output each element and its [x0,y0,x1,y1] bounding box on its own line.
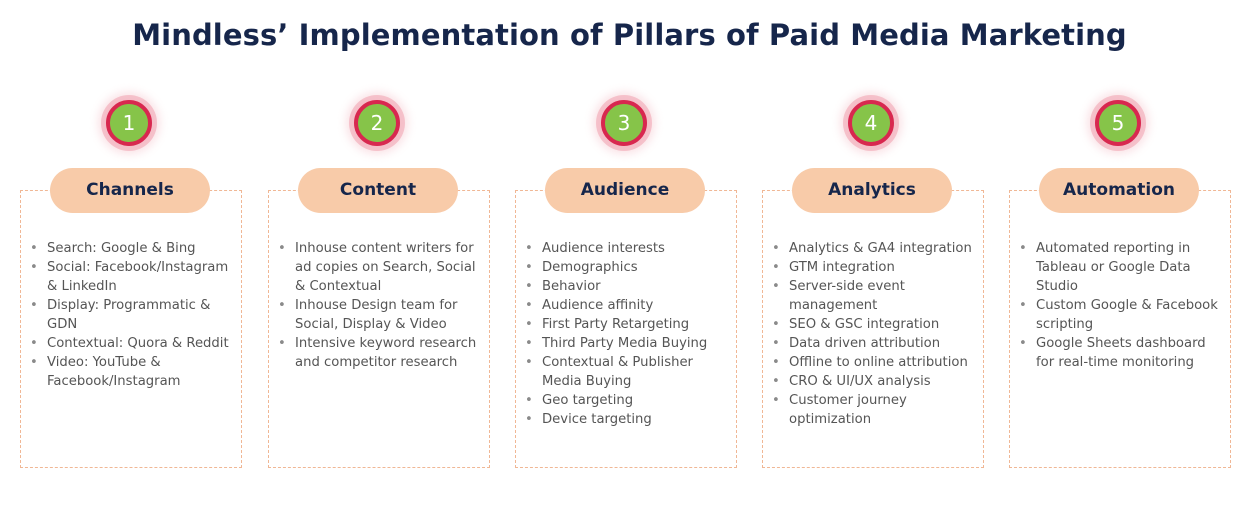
list-item: Data driven attribution [772,334,976,353]
pillar-label: Analytics [792,168,952,213]
list-item: Search: Google & Bing [30,239,234,258]
list-item: GTM integration [772,258,976,277]
list-item: Third Party Media Buying [525,334,729,353]
list-item: Analytics & GA4 integration [772,239,976,258]
number-badge: 4 [848,100,894,146]
list-item: Display: Programmatic & GDN [30,296,234,334]
list-item: Google Sheets dashboard for real-time mo… [1019,334,1223,372]
list-item: Audience affinity [525,296,729,315]
list-item: Contextual: Quora & Reddit [30,334,234,353]
pillar-channels: 1 Channels Search: Google & Bing Social:… [20,95,242,471]
pillar-list: Analytics & GA4 integration GTM integrat… [772,239,976,429]
pillar-content: 2 Content Inhouse content writers for ad… [268,95,490,471]
list-item: Intensive keyword research and competito… [278,334,482,372]
pillar-analytics: 4 Analytics Analytics & GA4 integration … [762,95,984,471]
list-item: SEO & GSC integration [772,315,976,334]
number-badge: 1 [106,100,152,146]
pillar-label: Automation [1039,168,1199,213]
pillar-list: Automated reporting in Tableau or Google… [1019,239,1223,372]
list-item: Automated reporting in Tableau or Google… [1019,239,1223,296]
list-item: Custom Google & Facebook scripting [1019,296,1223,334]
page-title: Mindless’ Implementation of Pillars of P… [132,18,1127,52]
list-item: Device targeting [525,410,729,429]
list-item: CRO & UI/UX analysis [772,372,976,391]
list-item: Social: Facebook/Instagram & LinkedIn [30,258,234,296]
list-item: Offline to online attribution [772,353,976,372]
list-item: Contextual & Publisher Media Buying [525,353,729,391]
list-item: Geo targeting [525,391,729,410]
list-item: Demographics [525,258,729,277]
list-item: Customer journey optimization [772,391,976,429]
number-badge: 2 [354,100,400,146]
list-item: Inhouse content writers for ad copies on… [278,239,482,296]
pillar-audience: 3 Audience Audience interests Demographi… [515,95,737,471]
pillar-list: Inhouse content writers for ad copies on… [278,239,482,372]
list-item: Inhouse Design team for Social, Display … [278,296,482,334]
list-item: Behavior [525,277,729,296]
pillar-list: Search: Google & Bing Social: Facebook/I… [30,239,234,391]
pillar-automation: 5 Automation Automated reporting in Tabl… [1009,95,1231,471]
pillar-label: Audience [545,168,705,213]
number-badge: 3 [601,100,647,146]
list-item: First Party Retargeting [525,315,729,334]
pillar-label: Content [298,168,458,213]
list-item: Audience interests [525,239,729,258]
list-item: Video: YouTube & Facebook/Instagram [30,353,234,391]
list-item: Server-side event management [772,277,976,315]
pillar-label: Channels [50,168,210,213]
pillar-list: Audience interests Demographics Behavior… [525,239,729,429]
number-badge: 5 [1095,100,1141,146]
